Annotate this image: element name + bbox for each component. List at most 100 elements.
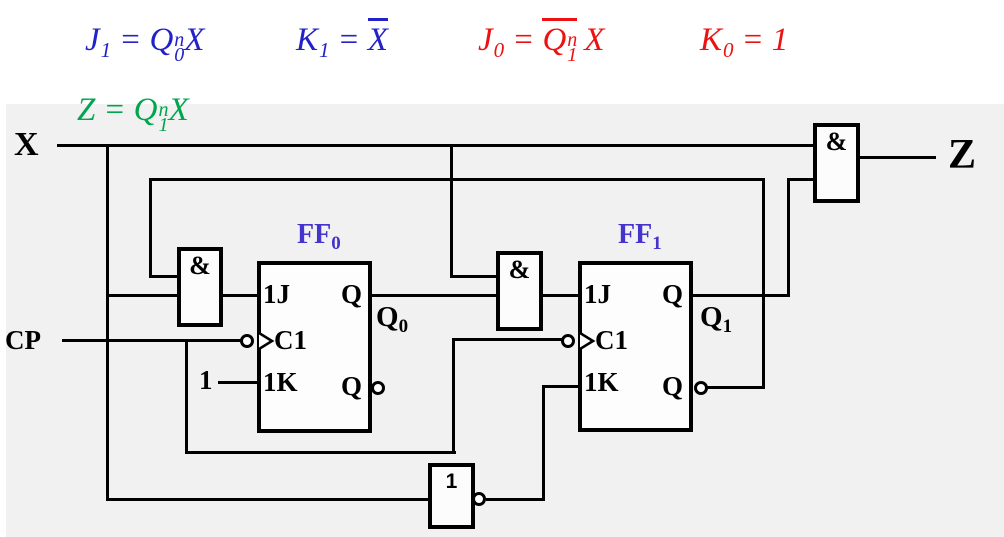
inverter-gate: 1 xyxy=(428,463,475,529)
and-symbol: & xyxy=(189,251,211,280)
wire-and1-in1 xyxy=(152,275,179,278)
ff0-c1-label: C1 xyxy=(274,325,307,355)
inverter-output-bubble xyxy=(472,492,486,506)
wire-xbar-riser xyxy=(542,385,545,501)
ff0-1j-label: 1J xyxy=(263,279,290,309)
eq-var: J xyxy=(85,22,100,58)
eq-q: Q xyxy=(133,92,158,128)
output-z-label: Z xyxy=(948,132,977,178)
ff0-clock-edge-triangle xyxy=(259,332,275,350)
ff-title-text: FF xyxy=(297,219,332,250)
ff0-box xyxy=(257,261,372,433)
eq-var-sub: 1 xyxy=(319,38,330,62)
wire-q1-out xyxy=(693,294,790,297)
ff1-q-label: Q xyxy=(662,279,684,309)
ff1-c1-label: C1 xyxy=(595,325,628,355)
q-text: Q xyxy=(700,301,723,333)
wire-inverter-out xyxy=(486,498,545,501)
wire-qbar1-riser xyxy=(762,178,765,389)
eq-var: K xyxy=(296,22,319,58)
eq-x: X xyxy=(168,92,189,128)
wire-feedback-drop-left xyxy=(149,178,152,278)
and-gate-1: & xyxy=(177,247,223,327)
wire-x-drop xyxy=(106,144,109,501)
ff1-1k-label: 1K xyxy=(584,367,619,397)
q0-net-label: Q0 xyxy=(376,301,408,338)
and-gate-2: & xyxy=(496,251,543,331)
eq-one: 1 xyxy=(771,22,789,58)
wire-qbar1-feedback xyxy=(149,178,765,181)
ff-title-text: FF xyxy=(618,219,653,250)
q-sub: 0 xyxy=(398,316,409,337)
and-gate-3: & xyxy=(813,123,860,203)
eq-q: Q xyxy=(149,22,174,58)
input-cp-label: CP xyxy=(5,325,41,355)
and-symbol: & xyxy=(508,255,531,284)
eq-q-sup: n xyxy=(567,29,578,51)
ff1-title: FF1 xyxy=(618,219,662,255)
wire-cp-drop xyxy=(185,339,188,454)
q-text: Q xyxy=(376,301,399,333)
wire-cp-bottom xyxy=(186,451,456,454)
wire-and3-to-z xyxy=(858,156,936,159)
wire-x-to-inverter xyxy=(106,498,430,501)
eq-x: X xyxy=(184,22,205,58)
ff1-qbar-bubble xyxy=(694,381,708,395)
and-symbol: & xyxy=(825,127,848,156)
q-sub: 1 xyxy=(722,316,733,337)
eq-equals: = xyxy=(119,22,142,58)
wire-q1-riser xyxy=(787,178,790,297)
ff0-qbar-label: Q xyxy=(341,371,363,401)
ff-title-sub: 0 xyxy=(331,233,341,254)
eq-q-sup: n xyxy=(174,29,185,51)
eq-q-sup: n xyxy=(158,99,169,121)
input-x-label: X xyxy=(14,126,39,163)
wire-and1-to-1j xyxy=(221,294,259,297)
ff0-clock-bubble xyxy=(240,334,254,348)
ff1-qbar-label: Q xyxy=(662,371,684,401)
eq-equals: = xyxy=(337,22,360,58)
ff0-qbar-bubble xyxy=(371,381,385,395)
eq-var: Z xyxy=(77,92,96,128)
eq-var-sub: 0 xyxy=(493,38,505,62)
eq-xbar: X xyxy=(367,18,388,58)
wire-cp-to-ff1 xyxy=(453,338,567,341)
eq-var-sub: 0 xyxy=(723,38,734,62)
equation-k1: K1 =X xyxy=(296,18,388,63)
eq-var: J xyxy=(478,22,493,58)
eq-x: X xyxy=(584,22,605,58)
wire-q0-to-and2 xyxy=(370,294,498,297)
wire-cp-main xyxy=(62,339,244,342)
eq-equals: = xyxy=(741,22,764,58)
ff0-title: FF0 xyxy=(297,219,341,255)
eq-q-sub: 1 xyxy=(567,44,578,66)
wire-qbar1-out xyxy=(707,386,765,389)
const-one-label: 1 xyxy=(199,365,213,395)
inverter-symbol: 1 xyxy=(445,470,458,493)
ff-title-sub: 1 xyxy=(652,233,662,254)
eq-q-sub: 1 xyxy=(158,114,169,136)
equation-k0: K0 =1 xyxy=(700,22,788,63)
wire-and1-in2-x xyxy=(106,294,179,297)
wire-one-to-1k xyxy=(218,381,259,384)
ff0-1k-label: 1K xyxy=(263,367,298,397)
wire-x-main xyxy=(57,144,813,147)
eq-equals: = xyxy=(512,22,535,58)
wire-and2-to-1j xyxy=(541,294,580,297)
eq-var: K xyxy=(700,22,723,58)
wire-and2-in1-x xyxy=(451,275,498,278)
eq-q-sub: 0 xyxy=(174,44,185,66)
ff1-clock-bubble xyxy=(561,334,575,348)
q1-net-label: Q1 xyxy=(700,301,732,338)
wire-x-drop-and2 xyxy=(450,144,453,278)
eq-var-sub: 1 xyxy=(100,38,112,62)
ff1-1j-label: 1J xyxy=(584,279,611,309)
